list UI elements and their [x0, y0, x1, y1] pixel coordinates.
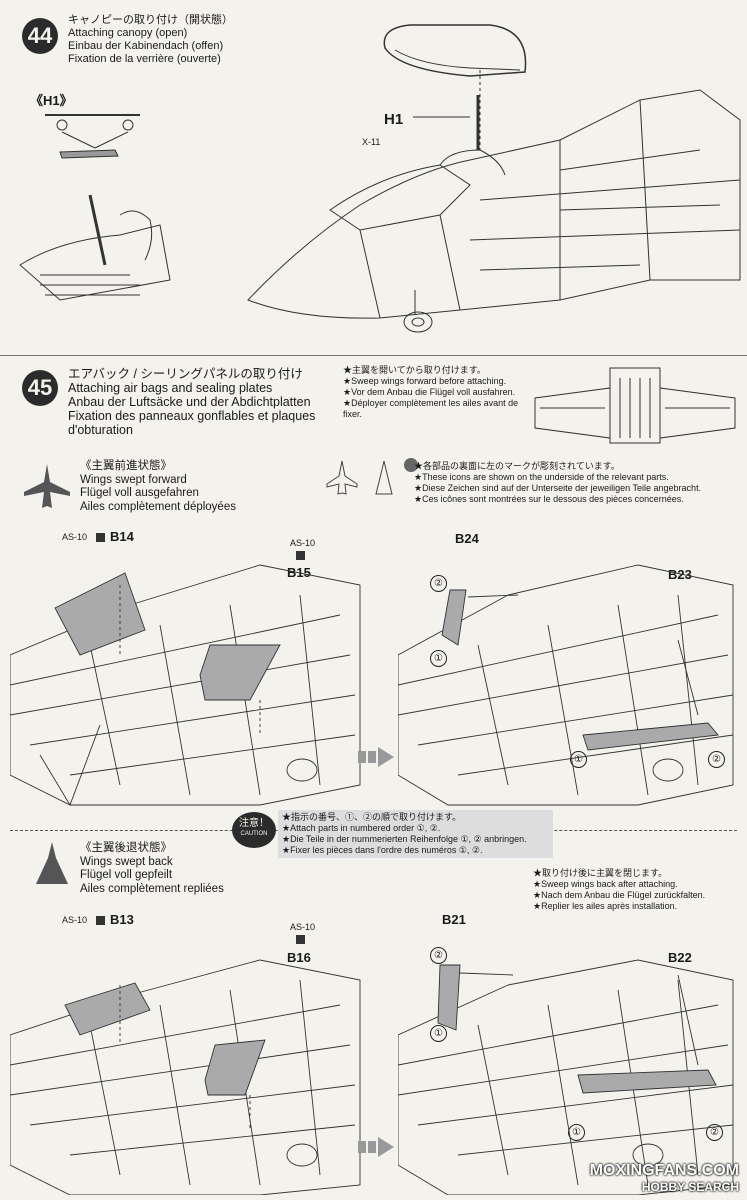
order-one-marker: ①: [430, 1025, 447, 1042]
title-de: Anbau der Luftsäcke und der Abdichtplatt…: [68, 395, 311, 409]
note-line: ★取り付け後に主翼を閉じます。: [533, 868, 668, 878]
forward-label: 《主翼前進状態》 Wings swept forward Flügel voll…: [80, 460, 236, 514]
forward-arrow: [358, 747, 394, 767]
note-line: ★Sweep wings back after attaching.: [533, 879, 678, 889]
order-two-marker: ②: [430, 947, 447, 964]
watermark-line1: MOXINGFANS.COM: [589, 1162, 739, 1179]
hex-screw-icon: [96, 916, 105, 925]
order-one-marker: ①: [568, 1124, 585, 1141]
label-fr: Ailes complètement déployées: [80, 500, 236, 513]
caution-line: ★指示の番号、①、②の順で取り付けます。: [282, 812, 462, 822]
note-line: ★各部品の裏面に左のマークが彫刻されています。: [414, 461, 620, 471]
title-de: Einbau der Kabinendach (offen): [68, 40, 224, 52]
watermark: MOXINGFANS.COM HOBBY SEARCH: [590, 1162, 739, 1194]
back-left-illustration: [10, 959, 361, 1195]
label-jp: 《主翼後退状態》: [80, 842, 172, 854]
screw-x11-label: X-11: [362, 137, 381, 147]
step-45-number: 45: [22, 370, 58, 406]
label-jp: 《主翼前進状態》: [80, 460, 172, 472]
step-45-title: エアバック / シーリングパネルの取り付け Attaching air bags…: [68, 367, 323, 437]
note-line: ★Déployer complètement les ailes avant d…: [343, 398, 519, 419]
caution-jp: 注意！: [239, 818, 269, 829]
part-marks-note: ★各部品の裏面に左のマークが彫刻されています。 ★These icons are…: [414, 461, 734, 505]
hex-screw-icon: [96, 533, 105, 542]
caution-line: ★Die Teile in der nummerierten Reihenfol…: [282, 834, 527, 844]
part-b21-label: B21: [442, 912, 466, 927]
order-one-marker: ②: [430, 575, 447, 592]
note-line: ★Diese Zeichen sind auf der Unterseite d…: [414, 483, 702, 493]
part-b14-label: B14: [110, 529, 134, 544]
label-fr: Ailes complètement repliées: [80, 882, 224, 895]
screw-as10-label: AS-10: [62, 915, 88, 925]
order-two-marker: ②: [708, 751, 725, 768]
step-44-number: 44: [22, 18, 58, 54]
label-de: Flügel voll ausgefahren: [80, 487, 199, 499]
part-mark-icons: [326, 460, 393, 495]
back-right-illustration: [398, 959, 734, 1195]
forward-left-illustration: [10, 564, 361, 807]
back-wing-icon: [36, 842, 68, 884]
title-jp: キャノピーの取り付け（開状態）: [68, 14, 233, 26]
detail-h1-label: 《H1》: [30, 93, 73, 108]
back-note: ★取り付け後に主翼を閉じます。 ★Sweep wings back after …: [533, 868, 738, 912]
title-jp: エアバック / シーリングパネルの取り付け: [68, 367, 303, 381]
hex-screw-icon: [296, 935, 305, 944]
back-arrow: [358, 1137, 394, 1157]
note-line: ★Vor dem Anbau die Flügel voll ausfahren…: [343, 387, 516, 397]
caution-en: CAUTION: [240, 831, 268, 837]
note-line: ★Ces icônes sont montrées sur le dessous…: [414, 494, 684, 504]
label-de: Flügel voll gepfeilt: [80, 869, 173, 881]
order-two-marker: ②: [706, 1124, 723, 1141]
step-number-text: 44: [27, 23, 53, 48]
part-h1-label: H1: [384, 111, 404, 128]
note-line: ★主翼を開いてから取り付けます。: [343, 365, 486, 375]
part-b16-label: B16: [287, 950, 311, 965]
note-line: ★Replier les ailes après installation.: [533, 901, 678, 911]
screw-as10-label: AS-10: [62, 532, 88, 542]
forward-wing-icon: [24, 464, 70, 508]
caution-badge: 注意！ CAUTION: [232, 812, 276, 848]
watermark-line2: HOBBY SEARCH: [641, 1180, 739, 1194]
step-number-text: 45: [27, 375, 53, 400]
title-en: Attaching canopy (open): [68, 27, 188, 39]
wing-position-sketch: [534, 367, 736, 444]
order-one-marker: ①: [570, 751, 587, 768]
part-b24-label: B24: [455, 531, 479, 546]
screw-as10-label: AS-10: [290, 922, 316, 932]
note-line: ★Nach dem Anbau die Flügel zurückfalten.: [533, 890, 706, 900]
caution-line: ★Attach parts in numbered order ①, ②.: [282, 823, 441, 833]
step-44-title: キャノピーの取り付け（開状態） Attaching canopy (open) …: [68, 14, 233, 66]
title-fr: Fixation des panneaux gonflables et plaq…: [68, 409, 316, 437]
order-one-marker: ①: [430, 650, 447, 667]
step-44-illustration: [19, 24, 741, 333]
hex-screw-icon: [296, 551, 305, 560]
caution-box: ★指示の番号、①、②の順で取り付けます。 ★Attach parts in nu…: [278, 810, 553, 858]
step-45-top-note: ★主翼を開いてから取り付けます。 ★Sweep wings forward be…: [343, 365, 528, 420]
part-b22-label: B22: [668, 950, 692, 965]
note-line: ★Sweep wings forward before attaching.: [343, 376, 507, 386]
screw-as10-label: AS-10: [290, 538, 316, 548]
part-b13-label: B13: [110, 912, 134, 927]
mark-arrow-icon: [404, 458, 418, 472]
back-label: 《主翼後退状態》 Wings swept back Flügel voll ge…: [80, 842, 224, 896]
label-en: Wings swept forward: [80, 473, 187, 486]
section-divider: [0, 355, 747, 356]
title-fr: Fixation de la verrière (ouverte): [68, 53, 221, 65]
caution-line: ★Fixer les pièces dans l'ordre des numér…: [282, 845, 483, 855]
title-en: Attaching air bags and sealing plates: [68, 381, 273, 395]
part-b23-label: B23: [668, 567, 692, 582]
label-en: Wings swept back: [80, 855, 173, 868]
forward-right-illustration: [398, 564, 734, 806]
note-line: ★These icons are shown on the underside …: [414, 472, 669, 482]
